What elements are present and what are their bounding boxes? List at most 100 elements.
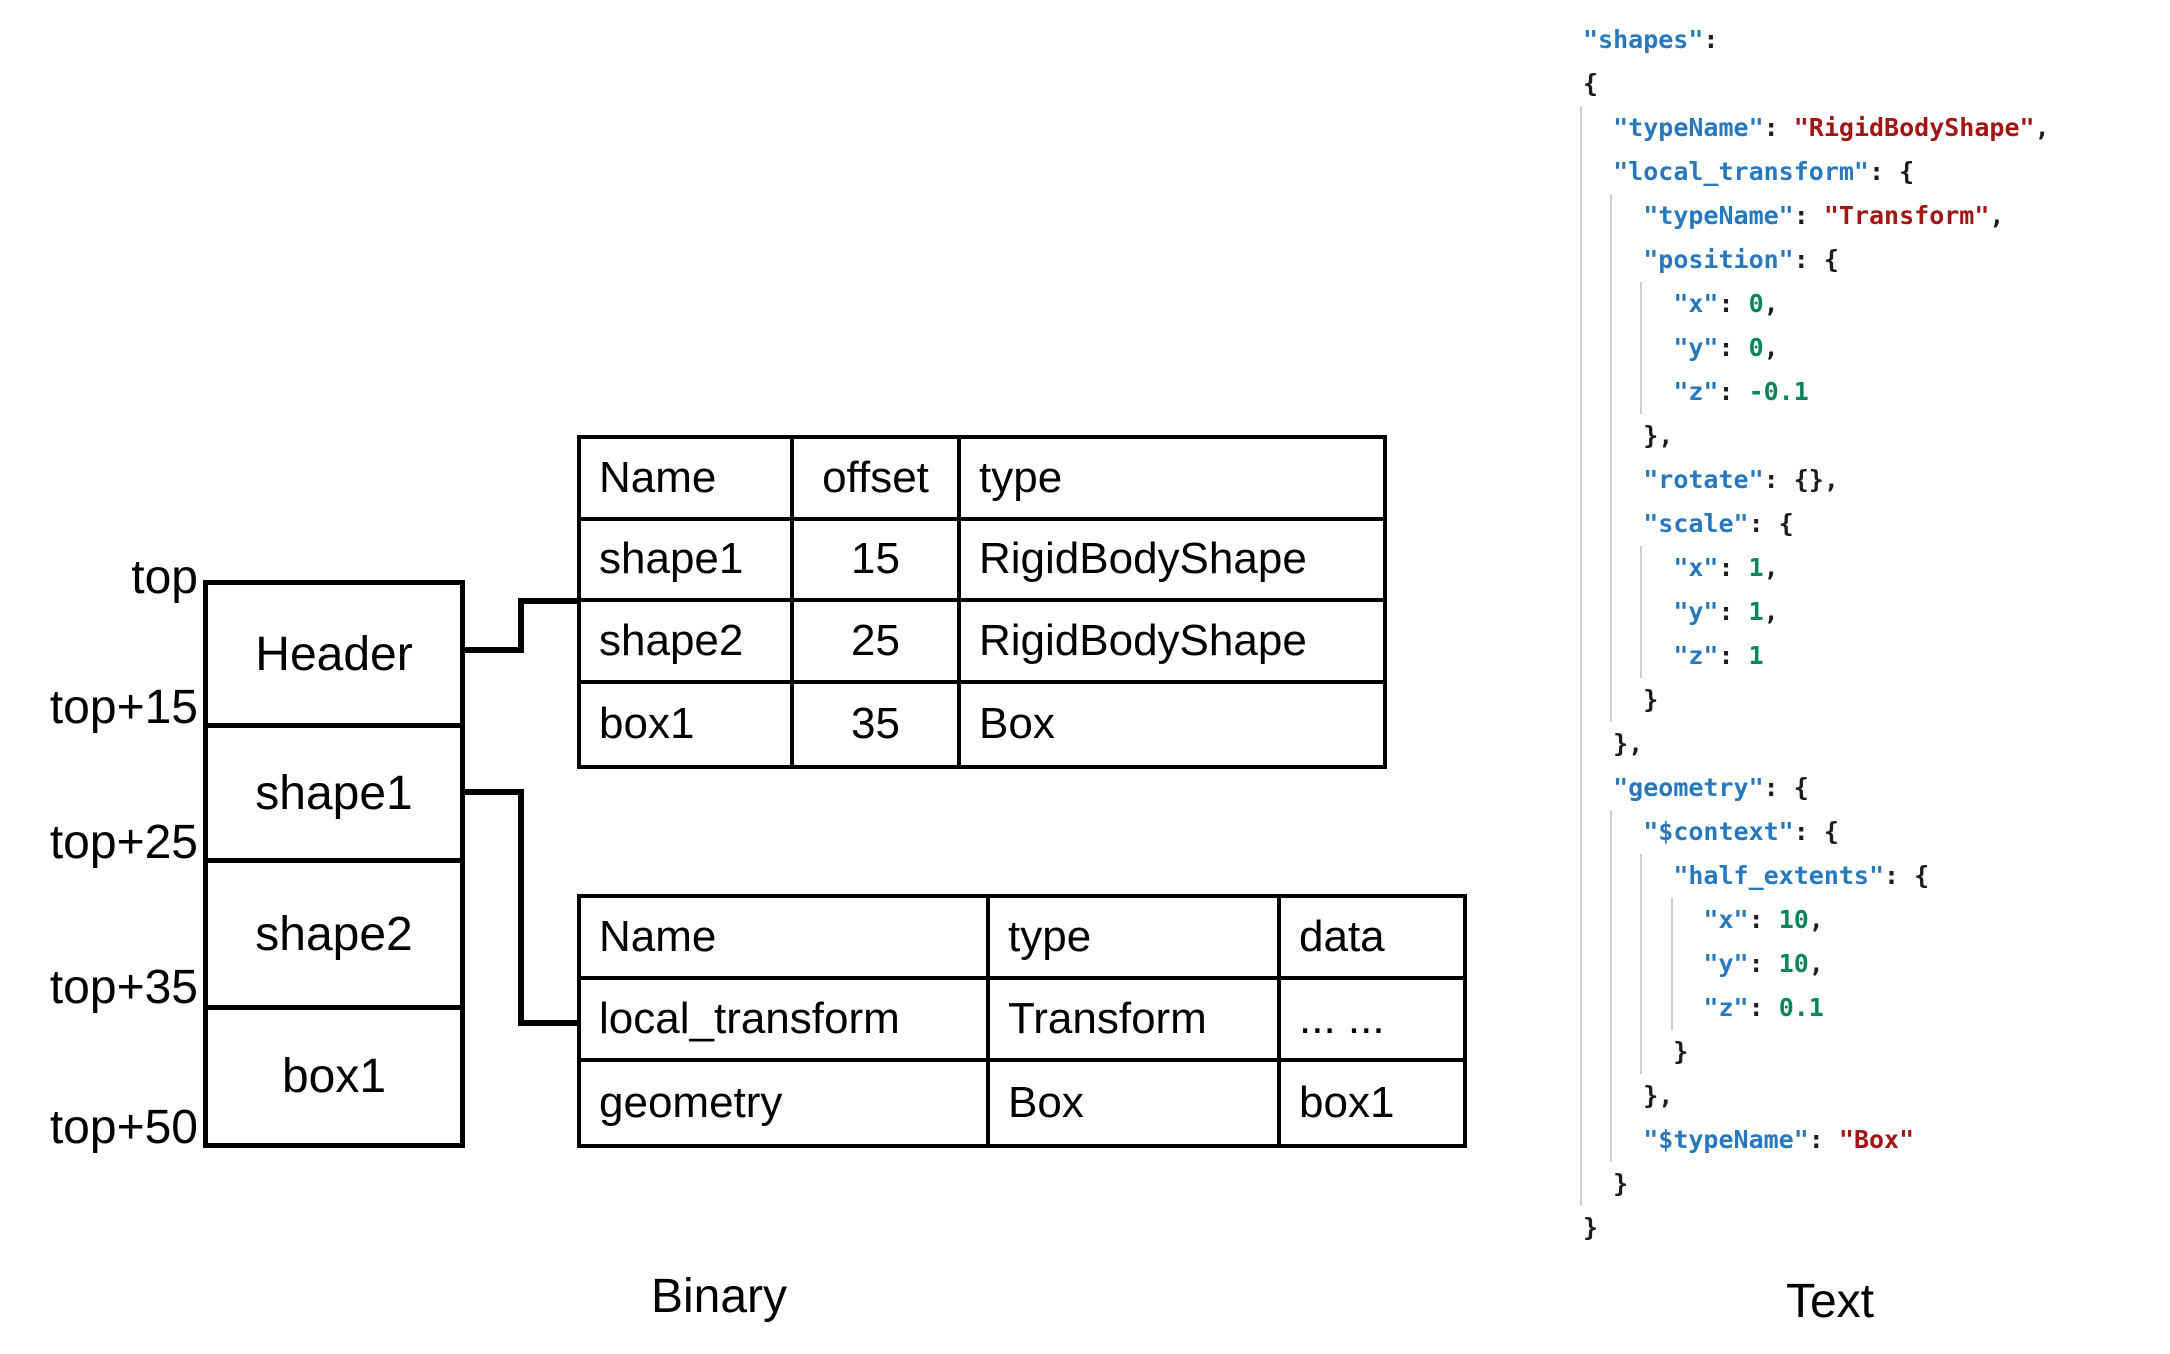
json-punct	[1583, 157, 1613, 186]
table-cell: Box	[979, 699, 1055, 749]
code-line: "y": 1,	[1583, 590, 2143, 634]
table-cell: RigidBodyShape	[961, 602, 1383, 684]
json-punct: :	[1718, 641, 1749, 670]
code-line: "$context": {	[1583, 810, 2143, 854]
table-cell: local_transform	[581, 980, 990, 1062]
json-punct: : {	[1793, 817, 1839, 846]
code-line: "x": 1,	[1583, 546, 2143, 590]
json-punct: }	[1583, 1037, 1689, 1066]
offset-label: top+25	[49, 816, 198, 869]
json-punct	[1583, 641, 1673, 670]
json-punct: },	[1583, 729, 1644, 758]
json-punct	[1583, 113, 1613, 142]
json-string: "Transform"	[1823, 201, 1990, 230]
indent-guide	[1640, 546, 1642, 678]
code-line: "scale": {	[1583, 502, 2143, 546]
table-header-cell: type	[990, 898, 1281, 980]
caption-binary: Binary	[650, 1270, 788, 1323]
json-key: "x"	[1703, 905, 1749, 934]
connector-segment	[460, 789, 524, 795]
json-punct: ,	[1989, 201, 2005, 230]
json-number: -0.1	[1748, 377, 1809, 406]
table-cell: Box	[990, 1062, 1281, 1144]
json-key: "z"	[1703, 993, 1749, 1022]
code-line: },	[1583, 414, 2143, 458]
table-header-cell: Name	[581, 898, 990, 980]
offset-label: top+35	[49, 961, 198, 1014]
json-punct: }	[1583, 685, 1659, 714]
json-punct: ,	[1808, 949, 1824, 978]
json-number: 1	[1748, 553, 1764, 582]
json-key: "shapes"	[1583, 25, 1704, 54]
offset-label: top+50	[49, 1101, 198, 1154]
json-punct: :	[1718, 553, 1749, 582]
code-line: "rotate": {},	[1583, 458, 2143, 502]
json-string: "RigidBodyShape"	[1793, 113, 2035, 142]
code-line: "geometry": {	[1583, 766, 2143, 810]
json-punct: ,	[1763, 289, 1779, 318]
json-punct	[1583, 509, 1643, 538]
json-key: "$typeName"	[1643, 1125, 1809, 1154]
json-punct	[1583, 465, 1643, 494]
code-line: "z": -0.1	[1583, 370, 2143, 414]
json-punct: :	[1718, 597, 1749, 626]
code-line: "y": 0,	[1583, 326, 2143, 370]
connector-segment	[460, 647, 524, 653]
table-header-cell: Name	[581, 439, 794, 521]
connector-segment	[518, 789, 524, 1026]
json-key: "x"	[1673, 289, 1719, 318]
table-header-cell: type	[961, 439, 1383, 521]
table-cell: ... ...	[1281, 980, 1463, 1062]
json-punct	[1583, 289, 1673, 318]
table-header-cell: offset	[794, 439, 961, 521]
json-key: "typeName"	[1643, 201, 1794, 230]
json-punct: ,	[1808, 905, 1824, 934]
indent-guide	[1610, 810, 1612, 1162]
code-line: }	[1583, 678, 2143, 722]
json-key: "y"	[1703, 949, 1749, 978]
code-line: "typeName": "Transform",	[1583, 194, 2143, 238]
json-number: 10	[1778, 949, 1809, 978]
json-punct: : {},	[1763, 465, 1839, 494]
json-punct: :	[1748, 949, 1779, 978]
json-key: "y"	[1673, 597, 1719, 626]
table-cell: shape1	[581, 520, 794, 602]
indent-guide	[1671, 898, 1673, 1030]
memory-block-row: shape2	[208, 863, 460, 1010]
json-key: "$context"	[1643, 817, 1794, 846]
json-punct: :	[1718, 377, 1749, 406]
json-punct	[1583, 817, 1643, 846]
json-key: "position"	[1643, 245, 1794, 274]
table-cell: box1	[1299, 1078, 1395, 1127]
json-punct: ,	[1763, 333, 1779, 362]
json-punct	[1583, 201, 1643, 230]
json-punct: : {	[1868, 157, 1915, 186]
json-punct: },	[1583, 421, 1674, 450]
table-cell: box1	[581, 683, 794, 765]
memory-block-row: shape1	[208, 728, 460, 863]
json-punct: ,	[1763, 597, 1779, 626]
json-punct	[1583, 949, 1703, 978]
json-punct: :	[1793, 201, 1824, 230]
json-key: "local_transform"	[1613, 157, 1869, 186]
json-punct	[1583, 245, 1643, 274]
json-key: "rotate"	[1643, 465, 1764, 494]
connector-segment	[518, 598, 577, 604]
code-line: "half_extents": {	[1583, 854, 2143, 898]
code-line: "z": 1	[1583, 634, 2143, 678]
json-number: 10	[1778, 905, 1809, 934]
code-line: "local_transform": {	[1583, 150, 2143, 194]
code-line: "position": {	[1583, 238, 2143, 282]
code-line: "y": 10,	[1583, 942, 2143, 986]
code-line: "z": 0.1	[1583, 986, 2143, 1030]
caption-text: Text	[1785, 1275, 1875, 1328]
code-line: },	[1583, 1074, 2143, 1118]
json-punct	[1583, 333, 1673, 362]
offset-label: top+15	[49, 681, 198, 734]
code-line: }	[1583, 1030, 2143, 1074]
json-key: "typeName"	[1613, 113, 1764, 142]
json-punct	[1583, 553, 1673, 582]
json-punct: : {	[1793, 245, 1839, 274]
